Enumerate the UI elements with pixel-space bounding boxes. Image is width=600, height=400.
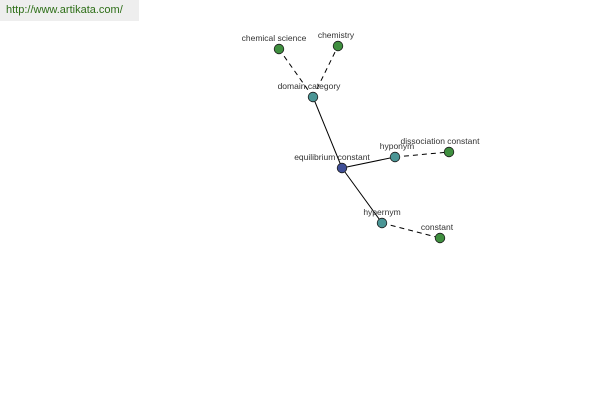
edge-domain-category-to-chemical-science xyxy=(278,48,314,98)
edge-hypernym-to-constant xyxy=(381,222,441,239)
node-label-domain-category[interactable]: domain category xyxy=(278,81,342,91)
edge-equilibrium-constant-to-hyponym xyxy=(341,156,396,169)
node-label-constant[interactable]: constant xyxy=(421,222,454,232)
edge-equilibrium-constant-to-hypernym xyxy=(341,167,383,224)
edge-equilibrium-constant-to-domain-category xyxy=(312,96,343,169)
node-constant[interactable] xyxy=(434,232,446,244)
node-label-chemistry[interactable]: chemistry xyxy=(318,30,355,40)
node-hypernym[interactable] xyxy=(376,217,388,229)
node-label-dissociation-constant[interactable]: dissociation constant xyxy=(401,136,481,146)
node-label-equilibrium-constant[interactable]: equilibrium constant xyxy=(294,152,370,162)
edge-hyponym-to-dissociation-constant xyxy=(394,151,450,158)
graph-labels: equilibrium constant domain category hypon… xyxy=(242,30,480,232)
edge-domain-category-to-chemistry xyxy=(312,45,339,98)
node-equilibrium-constant[interactable] xyxy=(336,162,348,174)
site-url-banner[interactable]: http://www.artikata.com/ xyxy=(0,0,139,21)
node-domain-category[interactable] xyxy=(307,91,319,103)
node-chemistry[interactable] xyxy=(332,40,344,52)
node-chemical-science[interactable] xyxy=(273,43,285,55)
graph-edges xyxy=(278,45,450,239)
node-label-hyponym[interactable]: hyponym xyxy=(380,141,415,151)
graph-nodes xyxy=(273,40,455,244)
node-dissociation-constant[interactable] xyxy=(443,146,455,158)
node-hyponym[interactable] xyxy=(389,151,401,163)
site-url-text[interactable]: http://www.artikata.com/ xyxy=(6,4,123,16)
node-label-chemical-science[interactable]: chemical science xyxy=(242,33,307,43)
node-label-hypernym[interactable]: hypernym xyxy=(363,207,400,217)
